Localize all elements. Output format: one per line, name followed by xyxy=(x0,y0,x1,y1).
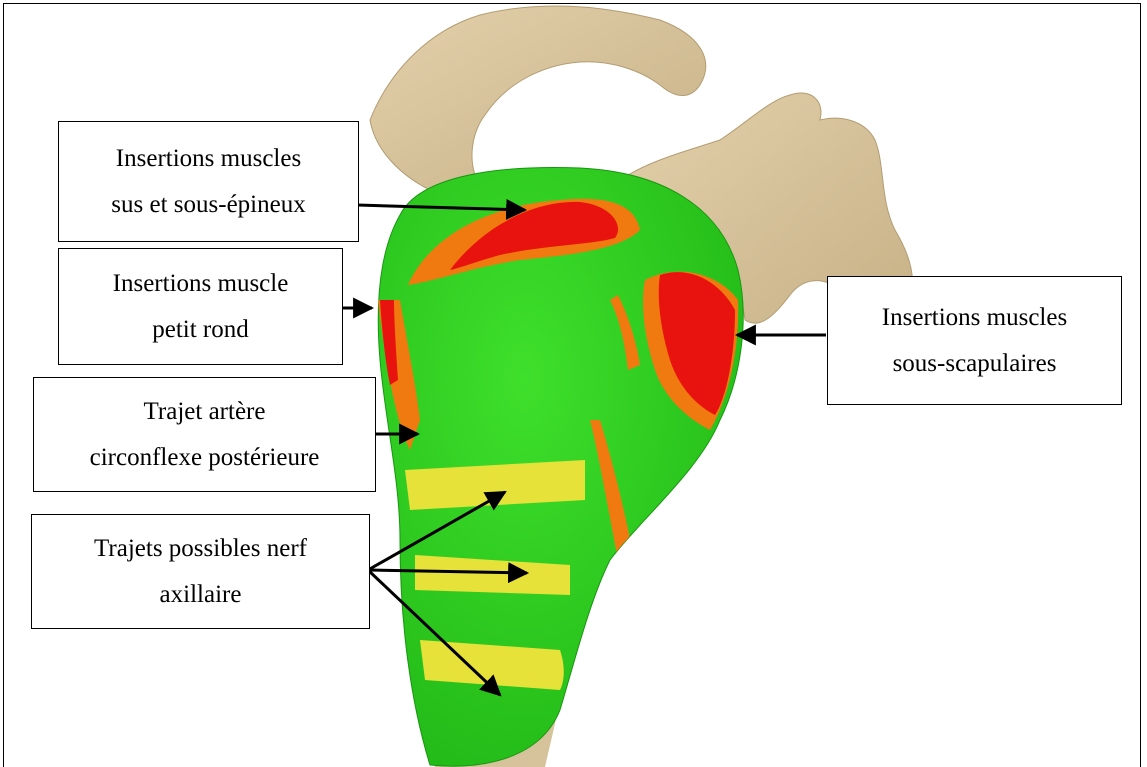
label-line: Insertions muscles xyxy=(882,295,1067,341)
label-line: Trajet artère xyxy=(144,389,266,435)
humerus-shape xyxy=(378,168,743,767)
label-artery: Trajet artère circonflexe postérieure xyxy=(33,377,376,492)
label-line: sus et sous-épineux xyxy=(111,182,305,228)
label-subscapularis: Insertions muscles sous-scapulaires xyxy=(827,276,1122,405)
label-line: axillaire xyxy=(160,572,242,618)
label-line: Trajets possibles nerf xyxy=(94,526,307,572)
label-line: sous-scapulaires xyxy=(893,341,1057,387)
label-supra-infra: Insertions muscles sus et sous-épineux xyxy=(58,121,359,242)
label-line: circonflexe postérieure xyxy=(90,435,320,481)
label-teres-minor: Insertions muscle petit rond xyxy=(58,248,343,365)
label-line: Insertions muscle xyxy=(113,261,289,307)
label-nerve: Trajets possibles nerf axillaire xyxy=(31,514,370,629)
label-line: Insertions muscles xyxy=(116,136,301,182)
label-line: petit rond xyxy=(152,307,249,353)
